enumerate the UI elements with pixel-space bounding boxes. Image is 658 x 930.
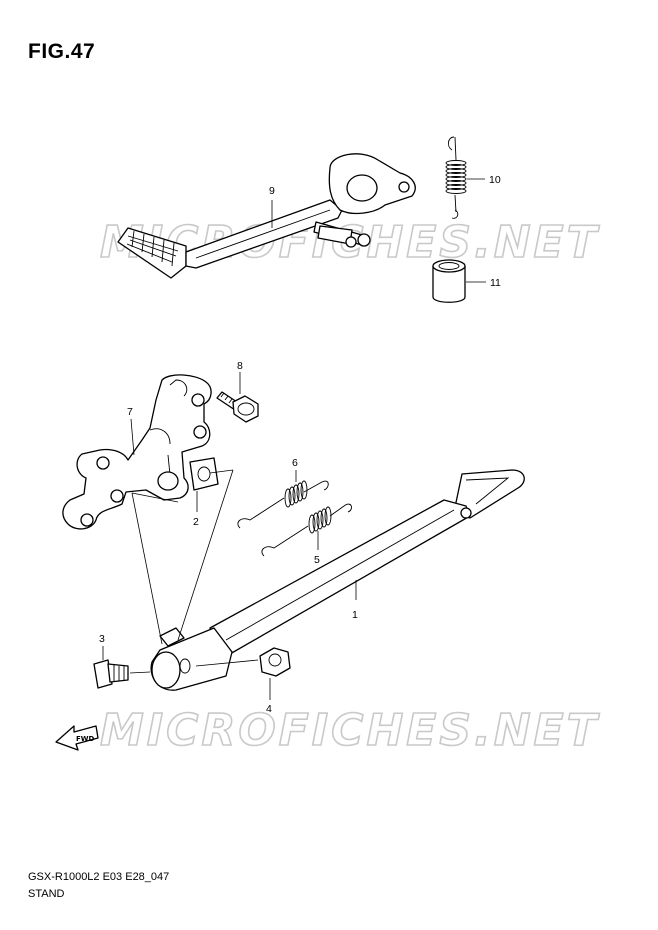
fwd-label: FWD bbox=[76, 735, 95, 743]
watermark-bottom: MICROFICHES.NET bbox=[100, 705, 600, 756]
forward-arrow-icon: FWD bbox=[55, 725, 99, 751]
callout-7: 7 bbox=[127, 406, 133, 418]
spacer-11-part bbox=[432, 259, 466, 303]
callout-3: 3 bbox=[99, 633, 105, 645]
callout-8: 8 bbox=[237, 360, 243, 372]
stand-bracket-part bbox=[62, 374, 212, 530]
side-stand-part bbox=[150, 469, 525, 691]
section-name-label: STAND bbox=[28, 888, 65, 900]
callout-11: 11 bbox=[490, 277, 501, 289]
shift-lever-part bbox=[117, 153, 416, 279]
callout-9: 9 bbox=[269, 185, 275, 197]
assembly-guide-lines bbox=[129, 469, 259, 674]
bolt-8-part bbox=[216, 391, 259, 423]
callout-4: 4 bbox=[266, 703, 272, 715]
callout-10: 10 bbox=[489, 174, 501, 186]
spring-10-part bbox=[445, 136, 467, 219]
spring-6-part bbox=[237, 480, 329, 529]
figure-title: FIG.47 bbox=[28, 40, 96, 63]
washer-2-part bbox=[189, 457, 219, 491]
callout-2: 2 bbox=[193, 516, 199, 528]
nut-4-part bbox=[259, 647, 291, 677]
callout-1: 1 bbox=[352, 609, 358, 621]
model-code-label: GSX-R1000L2 E03 E28_047 bbox=[28, 871, 170, 883]
callout-6: 6 bbox=[292, 457, 298, 469]
callout-5: 5 bbox=[314, 554, 320, 566]
spring-5-part bbox=[261, 503, 352, 557]
bolt-3-part bbox=[93, 659, 129, 689]
